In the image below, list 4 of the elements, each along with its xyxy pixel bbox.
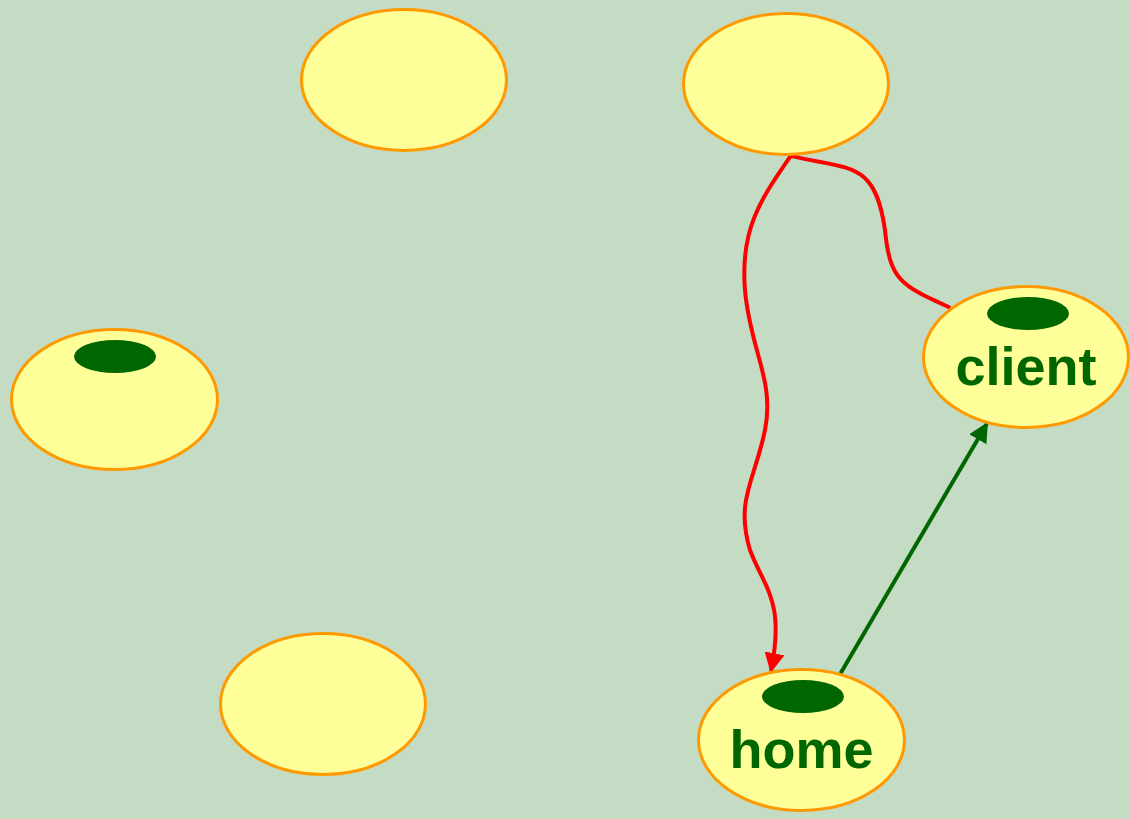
connector-arrow	[838, 421, 989, 675]
connector-arrow	[742, 154, 793, 674]
node-label: home	[729, 722, 874, 776]
node-label: client	[955, 339, 1097, 393]
